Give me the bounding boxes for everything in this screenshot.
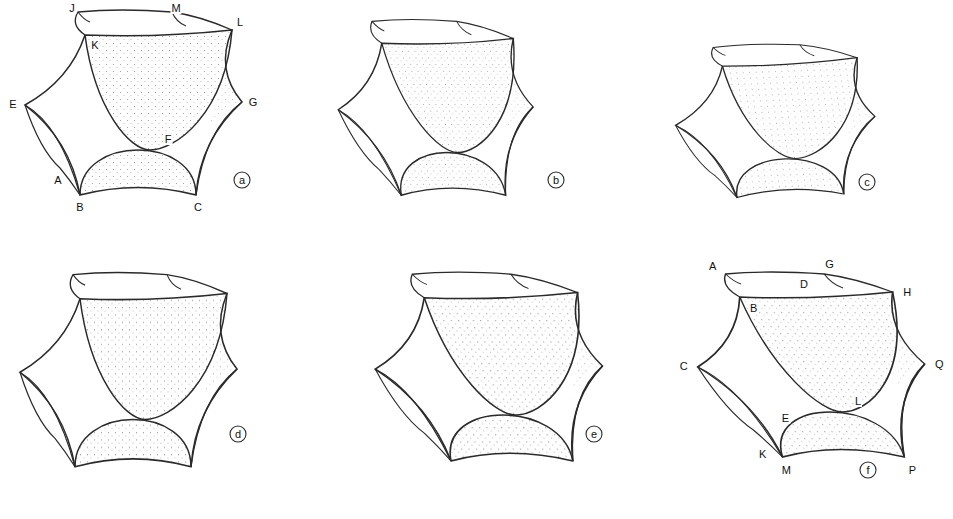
point-label: G xyxy=(824,258,835,270)
point-label: F xyxy=(164,133,173,145)
point-label: K xyxy=(90,39,99,51)
point-label: A xyxy=(708,260,717,272)
point-label: H xyxy=(902,286,912,298)
point-label: E xyxy=(781,412,790,424)
panel-letter: a xyxy=(238,174,246,186)
point-label: M xyxy=(170,2,181,14)
panel-letter: c xyxy=(863,176,871,188)
point-label: A xyxy=(53,174,62,186)
point-label: L xyxy=(236,16,244,28)
point-label: D xyxy=(799,278,809,290)
panel-letter: e xyxy=(590,428,598,440)
point-label: J xyxy=(68,2,76,14)
point-label: M xyxy=(781,464,792,476)
point-label: C xyxy=(193,201,203,213)
point-label: Q xyxy=(934,358,945,370)
panel-letter: d xyxy=(234,428,242,440)
point-label: K xyxy=(758,448,767,460)
panel-letter: f xyxy=(865,464,870,476)
point-label: B xyxy=(75,201,84,213)
point-label: G xyxy=(248,96,259,108)
panel-letter: b xyxy=(552,174,560,186)
point-label: C xyxy=(679,360,689,372)
point-label: E xyxy=(8,98,17,110)
point-label: P xyxy=(908,464,917,476)
point-label: L xyxy=(854,395,862,407)
point-label: B xyxy=(749,302,758,314)
